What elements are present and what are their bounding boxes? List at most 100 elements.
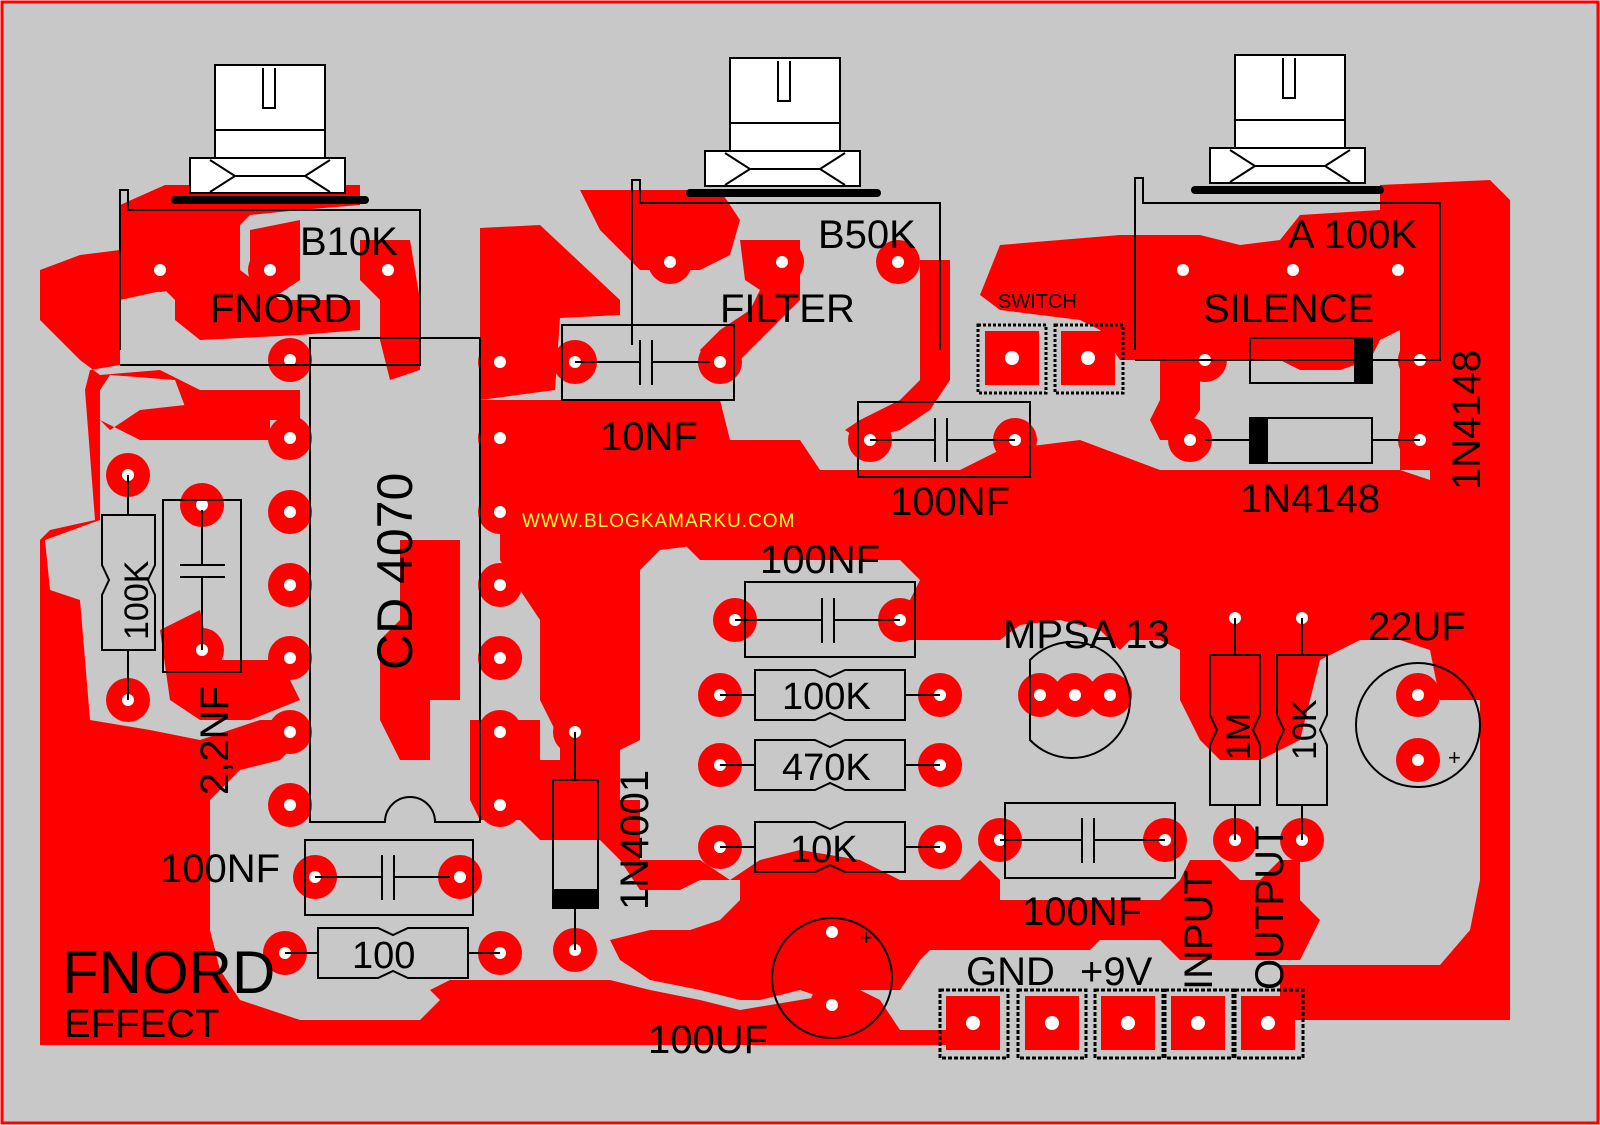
res-470k: [720, 739, 940, 791]
res-10k-right: [1276, 618, 1328, 840]
drill-holes: [122, 256, 1426, 1030]
switch-pad-box-1: [976, 323, 1048, 395]
ic-label: CD 4070: [367, 473, 423, 670]
diode-a-label: 1N4148: [1240, 477, 1380, 521]
res-470k-label: 470K: [782, 747, 871, 789]
res-1m: [1209, 618, 1261, 840]
cap-100uf-label: 100UF: [648, 1018, 768, 1062]
drill-hole: [494, 799, 506, 811]
drill-hole: [284, 354, 296, 366]
pot-fnord: [119, 64, 421, 366]
drill-hole: [1069, 689, 1081, 701]
watermark: WWW.BLOGKAMARKU.COM: [522, 511, 795, 532]
cap-100nf-c-label: 100NF: [160, 847, 280, 891]
res-1m-label: 1M: [1220, 713, 1258, 760]
drill-hole: [664, 256, 676, 268]
pot-filter-name: FILTER: [720, 287, 855, 331]
drill-hole: [284, 726, 296, 738]
cap-2n2: [162, 499, 242, 673]
cap-100nf-top: [857, 401, 1031, 478]
drill-hole: [1104, 689, 1116, 701]
drill-hole: [454, 871, 466, 883]
cap-22uf: [1355, 662, 1481, 788]
drill-hole: [284, 432, 296, 444]
drill-hole: [1412, 689, 1424, 701]
pot-fnord-value: B10K: [300, 220, 398, 264]
drill-hole: [1412, 754, 1424, 766]
drill-hole: [284, 506, 296, 518]
diode-1n4001: [552, 732, 599, 950]
drill-hole: [1177, 264, 1189, 276]
drill-hole: [892, 256, 904, 268]
cap-22uf-label: 22UF: [1368, 605, 1466, 649]
transistor-label: MPSA 13: [1003, 613, 1170, 657]
pot-filter-value: B50K: [818, 213, 916, 257]
res-100-label: 100: [352, 935, 415, 977]
cap-100nf-mid: [735, 581, 916, 658]
res-100: [285, 927, 500, 979]
transistor-mpsa13: [1029, 641, 1131, 759]
cap-100uf-plus: +: [860, 925, 873, 950]
drill-hole: [826, 926, 838, 938]
pot-silence-value: A 100K: [1288, 213, 1417, 257]
drill-hole: [1081, 351, 1095, 365]
drill-hole: [1191, 1016, 1205, 1030]
drill-hole: [1261, 1016, 1275, 1030]
res-10k-mid-label: 10K: [790, 829, 858, 871]
res-100k-mid: [720, 669, 940, 721]
res-10k-right-label: 10K: [1286, 699, 1324, 760]
drill-hole: [154, 264, 166, 276]
drill-hole: [1392, 264, 1404, 276]
drill-hole: [966, 1016, 980, 1030]
cap-100nf-d-label: 100NF: [1022, 890, 1142, 934]
drill-hole: [494, 652, 506, 664]
connector-input-label: INPUT: [1177, 870, 1221, 990]
res-100k-left-label: 100K: [118, 560, 156, 640]
pot-filter: [631, 57, 941, 350]
drill-hole: [264, 264, 276, 276]
drill-hole: [284, 799, 296, 811]
silkscreen-layer: [101, 54, 1481, 1060]
drill-hole: [284, 579, 296, 591]
cap-100nf-left: [304, 839, 474, 916]
drill-hole: [494, 579, 506, 591]
diode-b-label: 1N4148: [1445, 350, 1489, 490]
cap-10nf: [561, 324, 735, 401]
drill-hole: [1287, 264, 1299, 276]
diode-1n4148-a: [1205, 337, 1420, 384]
silk-labels: B10K FNORD B50K FILTER A 100K SILENCE SW…: [62, 213, 1489, 1062]
connector-output-label: OUTPUT: [1248, 826, 1292, 990]
pot-silence: [1134, 54, 1441, 361]
drill-hole: [1045, 1016, 1059, 1030]
drill-hole: [826, 999, 838, 1011]
drill-hole: [714, 356, 726, 368]
pot-fnord-name: FNORD: [210, 287, 352, 331]
connector-gnd-label: GND: [966, 950, 1055, 994]
cap-100nf-b-label: 100NF: [760, 538, 880, 582]
cap-100nf-right: [1000, 802, 1176, 879]
drill-hole: [494, 506, 506, 518]
drill-hole: [776, 256, 788, 268]
drill-hole: [196, 499, 208, 511]
diode-1n4148-b: [1205, 417, 1420, 464]
switch-label: SWITCH: [998, 291, 1077, 313]
ic-outline: [309, 337, 481, 823]
diode-c-label: 1N4001: [613, 770, 657, 910]
pot-silence-name: SILENCE: [1203, 287, 1374, 331]
cap-2n2-label: 2,2NF: [193, 686, 237, 795]
board-subtitle: EFFECT: [64, 1002, 220, 1046]
drill-hole: [494, 356, 506, 368]
drill-hole: [494, 726, 506, 738]
drill-hole: [382, 264, 394, 276]
res-100k-left: [101, 475, 156, 700]
drill-hole: [494, 432, 506, 444]
connector-9v-label: +9V: [1080, 950, 1153, 994]
cap-100uf: [771, 917, 893, 1039]
board-title: FNORD: [62, 939, 275, 1006]
cap-100nf-a-label: 100NF: [890, 480, 1010, 524]
drill-hole: [1005, 351, 1019, 365]
cap-10nf-label: 10NF: [600, 415, 698, 459]
connector-boxes: [938, 988, 1305, 1060]
res-10k-mid: [720, 821, 940, 873]
